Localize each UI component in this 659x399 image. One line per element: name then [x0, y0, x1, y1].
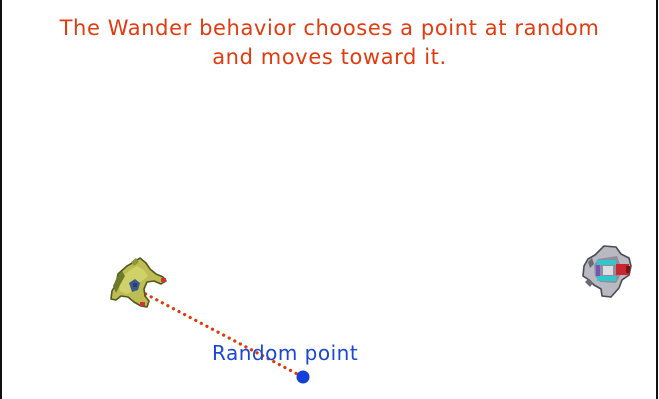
grey-spaceship-icon	[583, 246, 631, 297]
random-point-label: Random point	[212, 341, 358, 365]
random-point-marker	[297, 371, 310, 384]
